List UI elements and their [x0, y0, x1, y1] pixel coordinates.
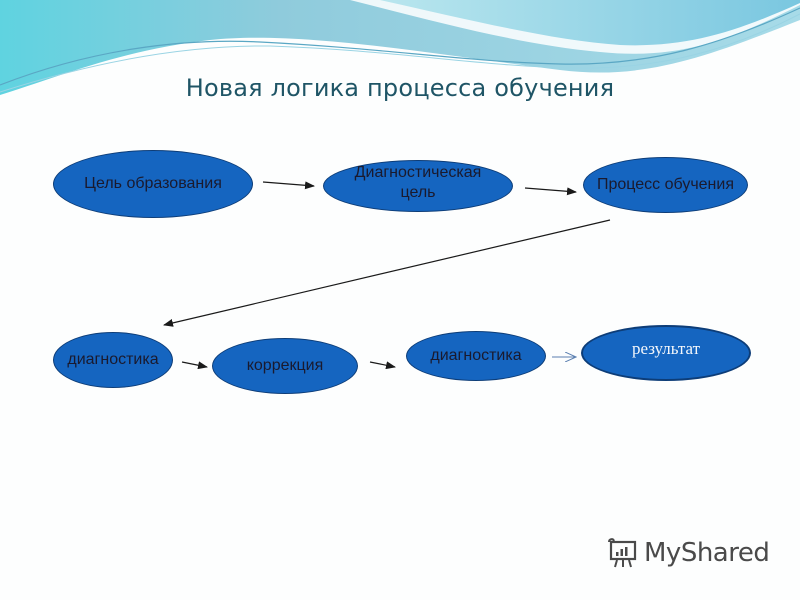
node-learning-process-label: Процесс обучения [596, 176, 734, 193]
node-correction-label: коррекция [246, 357, 324, 374]
node-goal-label: Цель образования [84, 175, 222, 192]
node-diagnostic-goal-label-line2: цель [400, 184, 436, 201]
watermark-text: MyShared [644, 538, 770, 568]
node-result-label: результат [631, 339, 701, 358]
node-diagnostic-goal: Диагностическая цель [323, 160, 513, 212]
watermark-logo: MyShared [606, 536, 770, 570]
node-goal: Цель образования [53, 150, 253, 218]
node-diagnostic-goal-label-line1: Диагностическая [354, 164, 482, 181]
node-diagnostics-2: диагностика [406, 331, 546, 381]
node-result: результат [581, 325, 751, 381]
arrow-diag-goal-to-process [524, 187, 577, 196]
arrow-process-to-diagnostics [163, 219, 611, 327]
node-diagnostics-1-label: диагностика [67, 351, 159, 368]
node-correction: коррекция [212, 338, 358, 394]
node-learning-process: Процесс обучения [583, 157, 748, 213]
node-diagnostics-2-label: диагностика [430, 347, 522, 364]
presentation-board-icon [608, 538, 637, 568]
arrow-diagnostics-to-correction [181, 361, 208, 370]
arrow-goal-to-diag-goal [262, 181, 315, 190]
node-diagnostics-1: диагностика [53, 332, 173, 388]
background-waves [0, 0, 800, 95]
arrow-correction-to-diagnostics [369, 361, 396, 370]
slide-title: Новая логика процесса обучения [185, 74, 615, 102]
